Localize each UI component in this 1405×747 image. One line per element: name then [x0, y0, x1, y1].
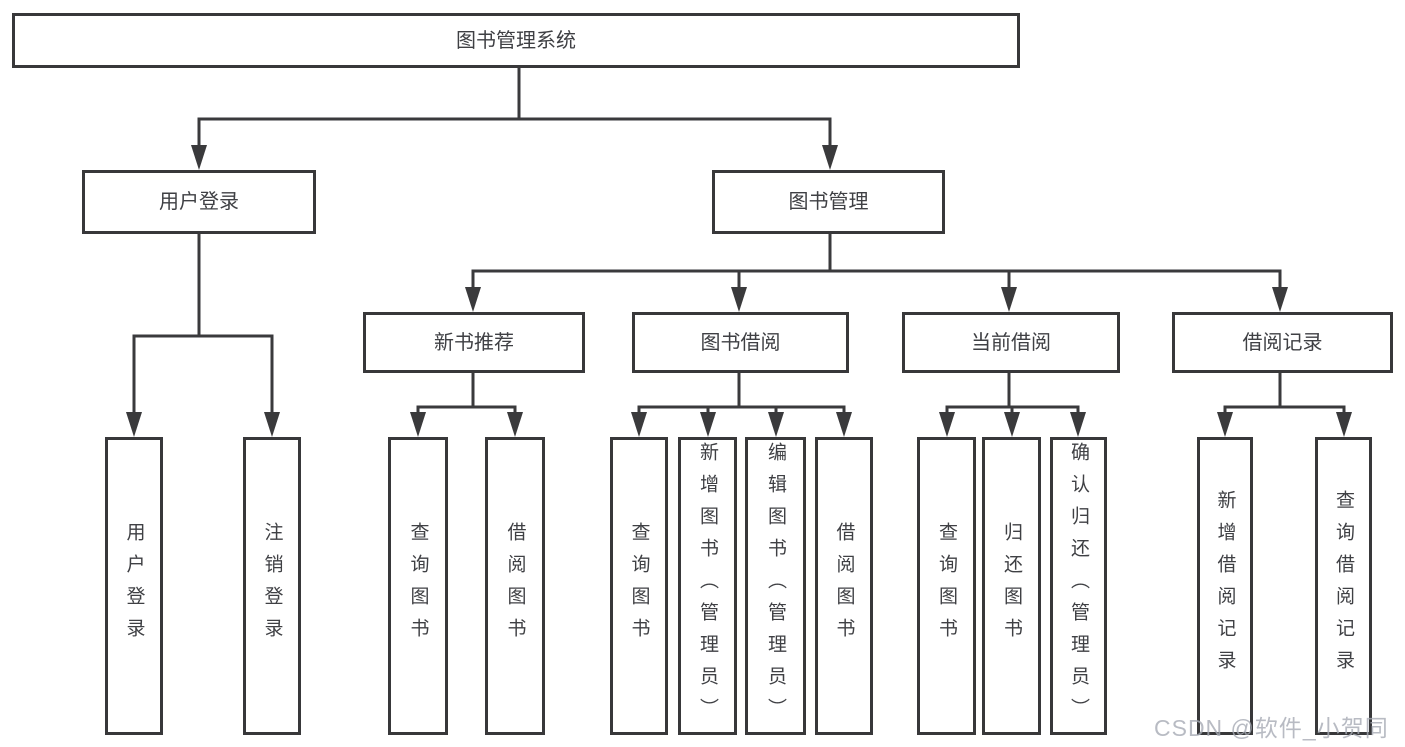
arrowhead: [410, 412, 426, 437]
arrowhead: [126, 412, 142, 437]
leaf-borrow-books-recommend: 借阅图书: [485, 437, 545, 735]
node-new-book-recommend: 新书推荐: [363, 312, 585, 373]
leaf-user-login: 用户登录: [105, 437, 163, 735]
connector-root-to-level2: [197, 66, 832, 152]
leaf-add-books-admin: 新增图书（管理员）: [678, 437, 737, 735]
leaf-logout: 注销登录: [243, 437, 301, 735]
leaf-return-books: 归还图书: [982, 437, 1041, 735]
leaf-confirm-return-admin: 确认归还（管理员）: [1050, 437, 1107, 735]
arrowhead: [1004, 412, 1020, 437]
leaf-borrow-books: 借阅图书: [815, 437, 873, 735]
leaf-edit-books-admin: 编辑图书（管理员）: [745, 437, 806, 735]
arrowhead: [631, 412, 647, 437]
arrowhead: [822, 145, 838, 170]
connector-current-borrow-split: [945, 371, 1080, 420]
arrowhead: [700, 412, 716, 437]
arrowhead: [836, 412, 852, 437]
leaf-add-borrow-record: 新增借阅记录: [1197, 437, 1253, 735]
arrowhead: [191, 145, 207, 170]
arrowhead: [1217, 412, 1233, 437]
node-root-library-system: 图书管理系统: [12, 13, 1020, 68]
node-book-management: 图书管理: [712, 170, 945, 234]
arrowhead: [768, 412, 784, 437]
arrowhead: [731, 287, 747, 312]
connector-book-borrow-split: [637, 371, 846, 420]
arrowhead: [465, 287, 481, 312]
connector-new-book-split: [416, 371, 517, 420]
connector-user-login-split: [132, 232, 274, 420]
connector-book-management-split: [471, 232, 1282, 295]
node-current-borrow: 当前借阅: [902, 312, 1120, 373]
arrowhead: [1336, 412, 1352, 437]
arrowhead: [1272, 287, 1288, 312]
arrowhead: [1001, 287, 1017, 312]
node-borrow-records: 借阅记录: [1172, 312, 1393, 373]
arrowhead: [507, 412, 523, 437]
arrowhead: [1070, 412, 1086, 437]
leaf-query-books-borrow: 查询图书: [610, 437, 668, 735]
arrowhead: [264, 412, 280, 437]
node-book-borrow: 图书借阅: [632, 312, 849, 373]
node-user-login: 用户登录: [82, 170, 316, 234]
leaf-query-borrow-record: 查询借阅记录: [1315, 437, 1372, 735]
leaf-query-books-current: 查询图书: [917, 437, 976, 735]
leaf-query-books-recommend: 查询图书: [388, 437, 448, 735]
csdn-watermark: CSDN @软件_小贺同学: [1154, 715, 1389, 741]
connector-borrow-records-split: [1223, 371, 1346, 420]
arrowhead: [939, 412, 955, 437]
